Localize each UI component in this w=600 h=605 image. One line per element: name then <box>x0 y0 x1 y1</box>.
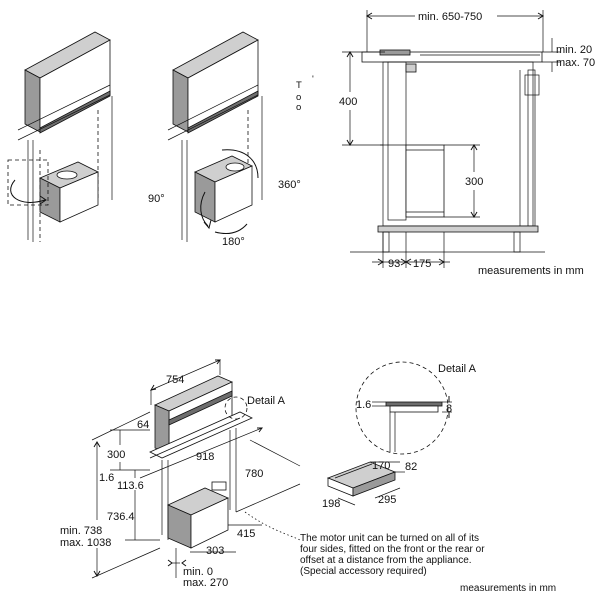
dim-754-label: 754 <box>166 374 184 386</box>
dimensioned-appliance <box>91 359 301 579</box>
svg-text:o: o <box>296 92 301 103</box>
dim-64-label: 64 <box>137 419 149 431</box>
svg-text:T: T <box>296 80 302 91</box>
acc-82-label: 82 <box>405 461 417 473</box>
motor-rotation-sketch-right: T o o ' <box>167 31 314 242</box>
dim-min-738-label: min. 738 <box>60 525 102 537</box>
dim-min-0-label: min. 0 <box>183 566 213 578</box>
motor-rotation-sketch-left <box>7 31 113 242</box>
height-400-label: 400 <box>339 96 357 108</box>
angle-90-label: 90° <box>148 193 165 205</box>
note-line-1: The motor unit can be turned on all of i… <box>300 533 479 544</box>
gap-max-label: max. 70 <box>556 57 595 69</box>
dim-415-label: 415 <box>237 528 255 540</box>
dim-300-label: 300 <box>107 449 125 461</box>
accessory-box <box>326 461 405 506</box>
angle-180-label: 180° <box>222 236 245 248</box>
dim-303-label: 303 <box>206 545 224 557</box>
detail-a-inset <box>355 361 452 455</box>
detail-1-6-label: 1.6 <box>356 399 371 411</box>
svg-text:': ' <box>312 74 314 85</box>
detail-8-label: 8 <box>446 403 452 415</box>
note-line-3: offset at a distance from the appliance. <box>300 555 472 566</box>
dim-736-4-label: 736.4 <box>107 511 135 523</box>
note-line-2: four sides, fitted on the front or the r… <box>300 544 485 555</box>
height-300-label: 300 <box>465 176 483 188</box>
gap-min-label: min. 20 <box>556 44 592 56</box>
dim-113-6-label: 113.6 <box>117 480 144 492</box>
dim-max-1038-label: max. 1038 <box>60 537 111 549</box>
units-note-bottom: measurements in mm <box>460 583 556 594</box>
width-label: min. 650-750 <box>418 11 482 23</box>
dim-1-6-label: 1.6 <box>99 472 114 484</box>
detail-a-title: Detail A <box>438 363 477 375</box>
dim-max-270-label: max. 270 <box>183 577 228 589</box>
dim-780-label: 780 <box>245 468 263 480</box>
detail-a-label: Detail A <box>247 395 286 407</box>
dim-918-label: 918 <box>196 451 214 463</box>
cabinet-cross-section: min. 650-750 min. 20 max. 70 <box>339 10 595 270</box>
dim-93-label: 93 <box>388 258 400 270</box>
dim-175-label: 175 <box>413 258 431 270</box>
acc-170-label: 170 <box>372 460 390 472</box>
acc-198-label: 198 <box>322 498 340 510</box>
angle-360-label: 360° <box>278 179 301 191</box>
acc-295-label: 295 <box>378 494 396 506</box>
units-note-top: measurements in mm <box>478 265 584 277</box>
note-line-4: (Special accessory required) <box>300 566 427 577</box>
svg-text:o: o <box>296 102 301 113</box>
